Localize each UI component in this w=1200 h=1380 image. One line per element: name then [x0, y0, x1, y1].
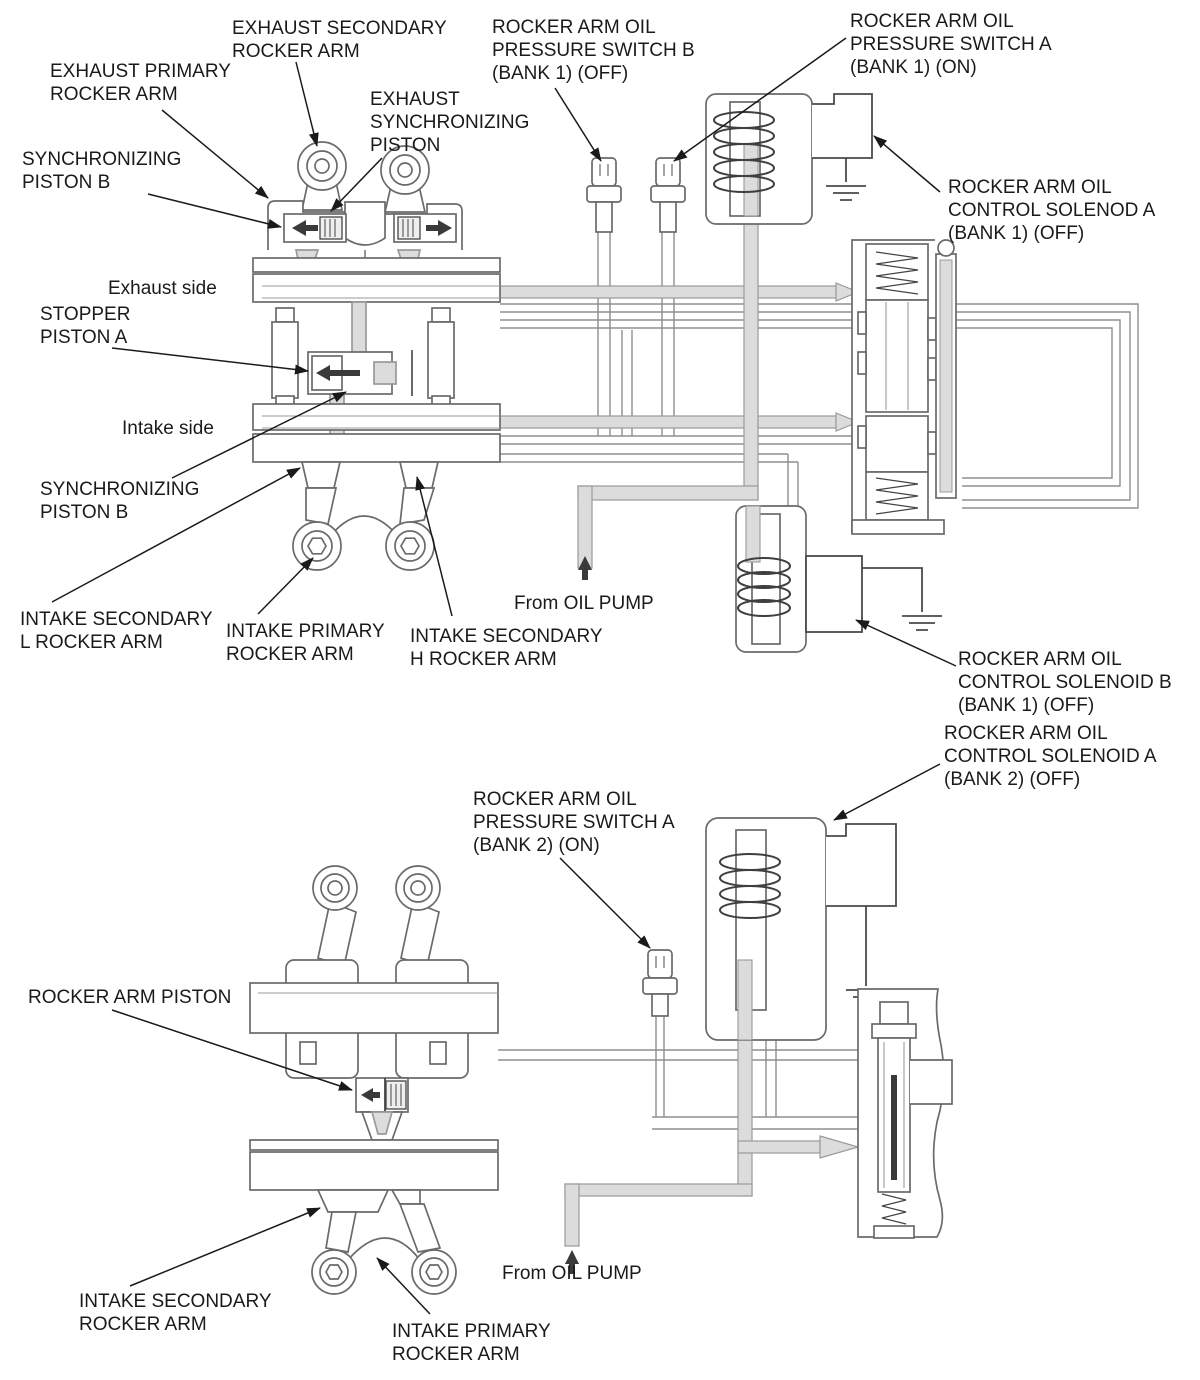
leader-intake-secondary-h	[415, 476, 453, 617]
label-intake-secondary-rocker-arm-bottom: INTAKE SECONDARY ROCKER ARM	[79, 1291, 272, 1336]
spool-valve-assembly-bank2	[857, 988, 953, 1239]
label-exhaust-synchronizing-piston: EXHAUST SYNCHRONIZING PISTON	[370, 89, 530, 157]
leader-solenoid-a-bank1	[873, 135, 941, 193]
piston-direction-arrow-right	[426, 220, 452, 236]
leader-exhaust-secondary	[295, 61, 319, 147]
leader-exhaust-sync-piston	[330, 157, 383, 212]
label-from-oil-pump-bottom: From OIL PUMP	[502, 1263, 642, 1284]
bank2-intake-arm-fork	[311, 1203, 457, 1295]
label-rocker-arm-piston: ROCKER ARM PISTON	[28, 987, 232, 1008]
leader-switch-a-bank2	[559, 857, 651, 949]
label-intake-side: Intake side	[122, 418, 214, 439]
label-intake-secondary-h-rocker-arm: INTAKE SECONDARY H ROCKER ARM	[410, 626, 603, 671]
bank2-lower-rocker-shaft	[249, 1139, 499, 1213]
exhaust-rocker-assembly	[267, 141, 463, 269]
label-control-solenod-a-bank1: ROCKER ARM OIL CONTROL SOLENOD A (BANK 1…	[948, 177, 1156, 245]
stopper-piston-arrow	[316, 365, 360, 381]
label-exhaust-primary-rocker-arm: EXHAUST PRIMARY ROCKER ARM	[50, 61, 231, 106]
label-pressure-switch-a-bank1: ROCKER ARM OIL PRESSURE SWITCH A (BANK 1…	[850, 11, 1052, 79]
leader-sync-piston-b-lower	[171, 391, 347, 479]
spool-valve-assembly-bank1	[851, 239, 957, 535]
leader-intake-secondary-bottom	[129, 1207, 321, 1287]
oil-pressure-switch-a	[650, 157, 686, 233]
label-intake-primary-rocker-arm-top: INTAKE PRIMARY ROCKER ARM	[226, 621, 385, 666]
intake-rocker-shaft	[252, 403, 501, 463]
stopper-piston-a-assembly	[271, 301, 455, 437]
oil-pressure-switch-b	[586, 157, 622, 233]
oil-control-solenoid-a-bank2	[705, 817, 897, 1041]
label-control-solenoid-a-bank2: ROCKER ARM OIL CONTROL SOLENOID A (BANK …	[944, 723, 1157, 791]
exhaust-rocker-shaft	[252, 257, 501, 303]
label-exhaust-side: Exhaust side	[108, 278, 217, 299]
label-synchronizing-piston-b-top: SYNCHRONIZING PISTON B	[22, 149, 182, 194]
leader-sync-piston-b-top	[147, 193, 282, 229]
label-intake-primary-rocker-arm-bottom: INTAKE PRIMARY ROCKER ARM	[392, 1321, 551, 1366]
label-stopper-piston-a: STOPPER PISTON A	[40, 304, 131, 349]
leader-switch-b-bank1	[554, 87, 602, 162]
oil-control-solenoid-b-bank1	[735, 505, 942, 653]
leader-stopper-piston-a	[111, 347, 309, 375]
leader-switch-a-bank1	[673, 37, 847, 162]
label-exhaust-secondary-rocker-arm: EXHAUST SECONDARY ROCKER ARM	[232, 18, 447, 63]
bank2-diagram	[249, 817, 953, 1295]
leader-intake-primary-bottom	[376, 1257, 431, 1315]
leader-rocker-arm-piston	[111, 1009, 353, 1091]
label-intake-secondary-l-rocker-arm: INTAKE SECONDARY L ROCKER ARM	[20, 609, 213, 654]
leader-intake-secondary-l	[51, 467, 301, 603]
intake-rocker-arms	[292, 461, 440, 571]
from-oil-pump-arrow-top	[578, 556, 592, 580]
leader-solenoid-a-bank2	[833, 763, 941, 821]
label-synchronizing-piston-b-lower: SYNCHRONIZING PISTON B	[40, 479, 200, 524]
rocker-arm-piston-arrow	[361, 1088, 380, 1102]
label-pressure-switch-a-bank2: ROCKER ARM OIL PRESSURE SWITCH A (BANK 2…	[473, 789, 675, 857]
label-control-solenoid-b-bank1: ROCKER ARM OIL CONTROL SOLENOID B (BANK …	[958, 649, 1172, 717]
bank2-oil-pipes	[498, 1016, 861, 1247]
bank1-diagram	[252, 93, 1139, 653]
rocker-arm-piston-assembly	[355, 1077, 409, 1141]
bank2-rocker-arms	[285, 865, 469, 1079]
leader-exhaust-primary	[161, 109, 269, 199]
label-pressure-switch-b-bank1: ROCKER ARM OIL PRESSURE SWITCH B (BANK 1…	[492, 17, 695, 85]
oil-pressure-switch-a-bank2	[642, 949, 678, 1017]
leader-arrows	[51, 37, 957, 1315]
ground-symbol	[902, 615, 942, 631]
piston-direction-arrow-left	[292, 220, 318, 236]
bank2-upper-rocker-shaft	[249, 982, 499, 1034]
ground-symbol	[826, 185, 866, 201]
leader-solenoid-b-bank1	[855, 619, 957, 667]
oil-control-solenoid-a-bank1	[705, 93, 873, 225]
leader-intake-primary-top	[257, 557, 314, 615]
label-from-oil-pump-top: From OIL PUMP	[514, 593, 654, 614]
from-oil-pump-arrow-bottom	[565, 1250, 579, 1274]
